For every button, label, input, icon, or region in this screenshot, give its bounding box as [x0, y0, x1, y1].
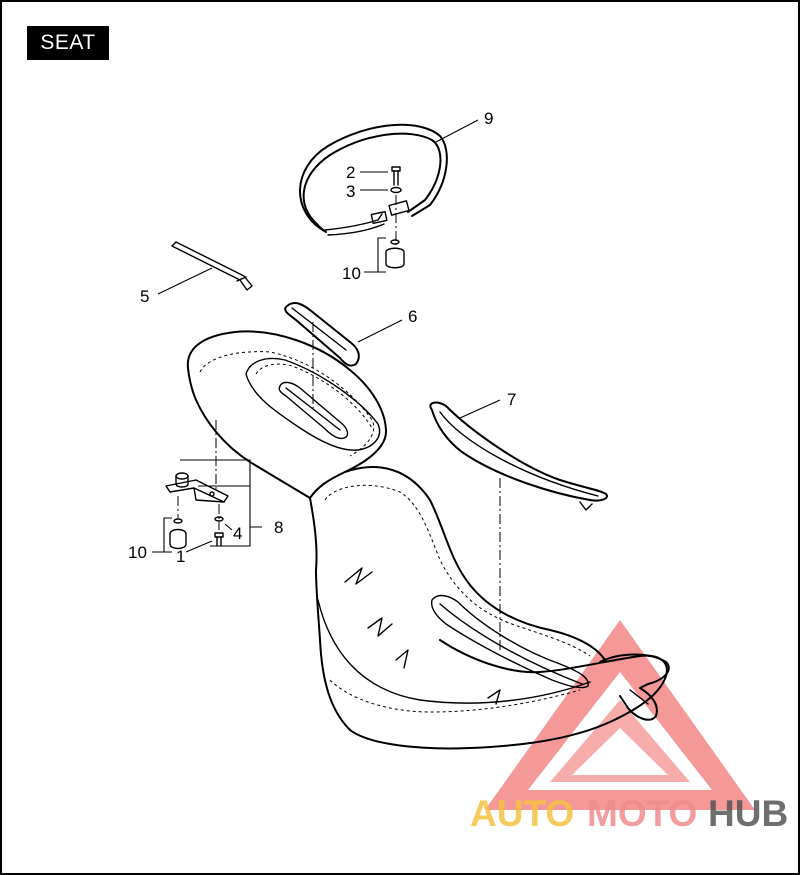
leader-10a: [364, 237, 386, 273]
callout-6: 6: [408, 307, 417, 326]
watermark-text-hub: HUB: [708, 793, 788, 834]
part-9-backrest-band: [299, 123, 448, 269]
callout-10-lower: 10: [128, 543, 147, 562]
callout-5: 5: [140, 287, 149, 306]
leader-4: [224, 523, 233, 531]
callout-2: 2: [346, 163, 355, 182]
callout-4: 4: [233, 524, 242, 543]
leader-10b: [152, 517, 172, 553]
part-6-grab-strap: [284, 302, 360, 410]
watermark-text: AUTO MOTO HUB: [470, 793, 788, 834]
callout-8: 8: [274, 518, 283, 537]
leader-6: [357, 319, 403, 343]
callouts: 9 2 3 10 5 6 7 8 4 10 1: [128, 109, 516, 566]
leader-7: [459, 399, 501, 419]
callout-1: 1: [176, 547, 185, 566]
leader-1: [185, 540, 213, 553]
leader-5: [157, 267, 213, 295]
part-7-trim-strip: [429, 401, 608, 650]
page-title: SEAT: [27, 26, 109, 60]
part-5-tie-strap: [171, 241, 253, 291]
part-8-bracket-assembly: [165, 472, 229, 550]
callout-7: 7: [507, 390, 516, 409]
callout-9: 9: [484, 109, 493, 128]
leader-9: [435, 119, 479, 143]
leader-8: [180, 459, 262, 547]
watermark-text-auto: AUTO: [470, 793, 574, 834]
seat-body: [186, 330, 670, 750]
callout-10-upper: 10: [342, 264, 361, 283]
watermark-text-moto: MOTO: [587, 793, 697, 834]
leader-lines: [152, 119, 501, 553]
callout-3: 3: [346, 182, 355, 201]
watermark-logo: [485, 620, 755, 810]
